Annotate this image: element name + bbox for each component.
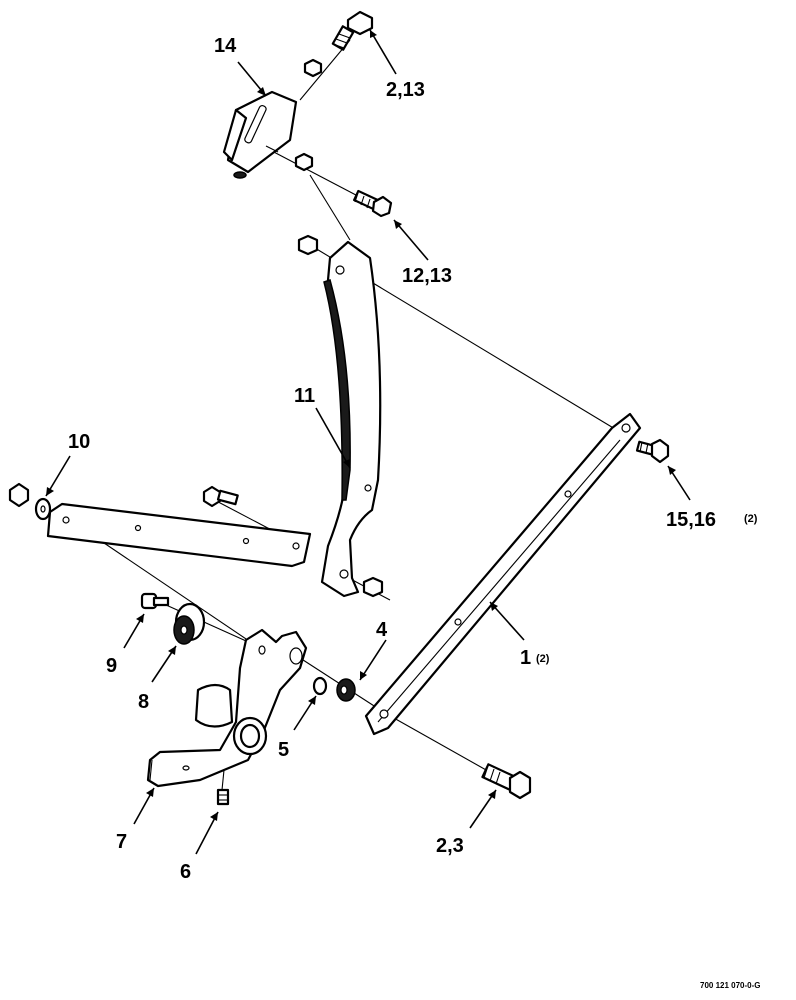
- part-7-pivot-bracket: [146, 628, 308, 788]
- callout-5: 5: [278, 739, 289, 761]
- part-5-washer: [312, 676, 328, 696]
- callout-11: 11: [294, 385, 315, 407]
- part-14-guide-block: [222, 90, 298, 179]
- callout-10: 10: [68, 431, 90, 453]
- part-9-bolt: [140, 592, 170, 610]
- bolt-2-3: [481, 763, 532, 800]
- part-4-bushing: [336, 678, 356, 702]
- part-6-grease-fitting: [216, 788, 230, 806]
- straight-bracket: [46, 502, 312, 568]
- callout-1: 1: [520, 647, 531, 669]
- nut-bottom-arm: [362, 576, 384, 598]
- callout-2-13: 2,13: [386, 79, 425, 101]
- callout-15-16: 15,16: [666, 509, 716, 531]
- callout-4: 4: [376, 619, 388, 641]
- nut-far-left: [8, 482, 30, 508]
- callout-7: 7: [116, 831, 127, 853]
- part-14-nut: [303, 58, 323, 78]
- callout-15-16-qty: (2): [744, 513, 758, 525]
- figure-id: 700 121 070-0-G: [700, 981, 761, 990]
- bolt-12-13: [353, 189, 393, 218]
- leader-lines: [45, 29, 691, 855]
- callout-9: 9: [106, 655, 117, 677]
- part-11-curved-arm: [320, 240, 382, 598]
- part-8-roller: [173, 602, 206, 645]
- callout-12-13: 12,13: [402, 265, 452, 287]
- callout-1-qty: (2): [536, 653, 550, 665]
- callout-2-3: 2,3: [436, 835, 464, 857]
- part-1-long-bar: [364, 412, 642, 736]
- nut-top-arm: [297, 234, 319, 256]
- part-10-washer: [34, 497, 52, 521]
- nut-12-13: [294, 152, 314, 172]
- bolt-2-13: [331, 10, 374, 51]
- callout-14: 14: [214, 35, 237, 57]
- callout-8: 8: [138, 691, 149, 713]
- bolt-15-16: [635, 438, 670, 464]
- bolt-bracket-middle: [202, 485, 239, 508]
- callout-6: 6: [180, 861, 191, 883]
- callout-labels: 14 2,13 12,13 11 10 15,16 (2) 1 (2) 4 9 …: [68, 35, 761, 990]
